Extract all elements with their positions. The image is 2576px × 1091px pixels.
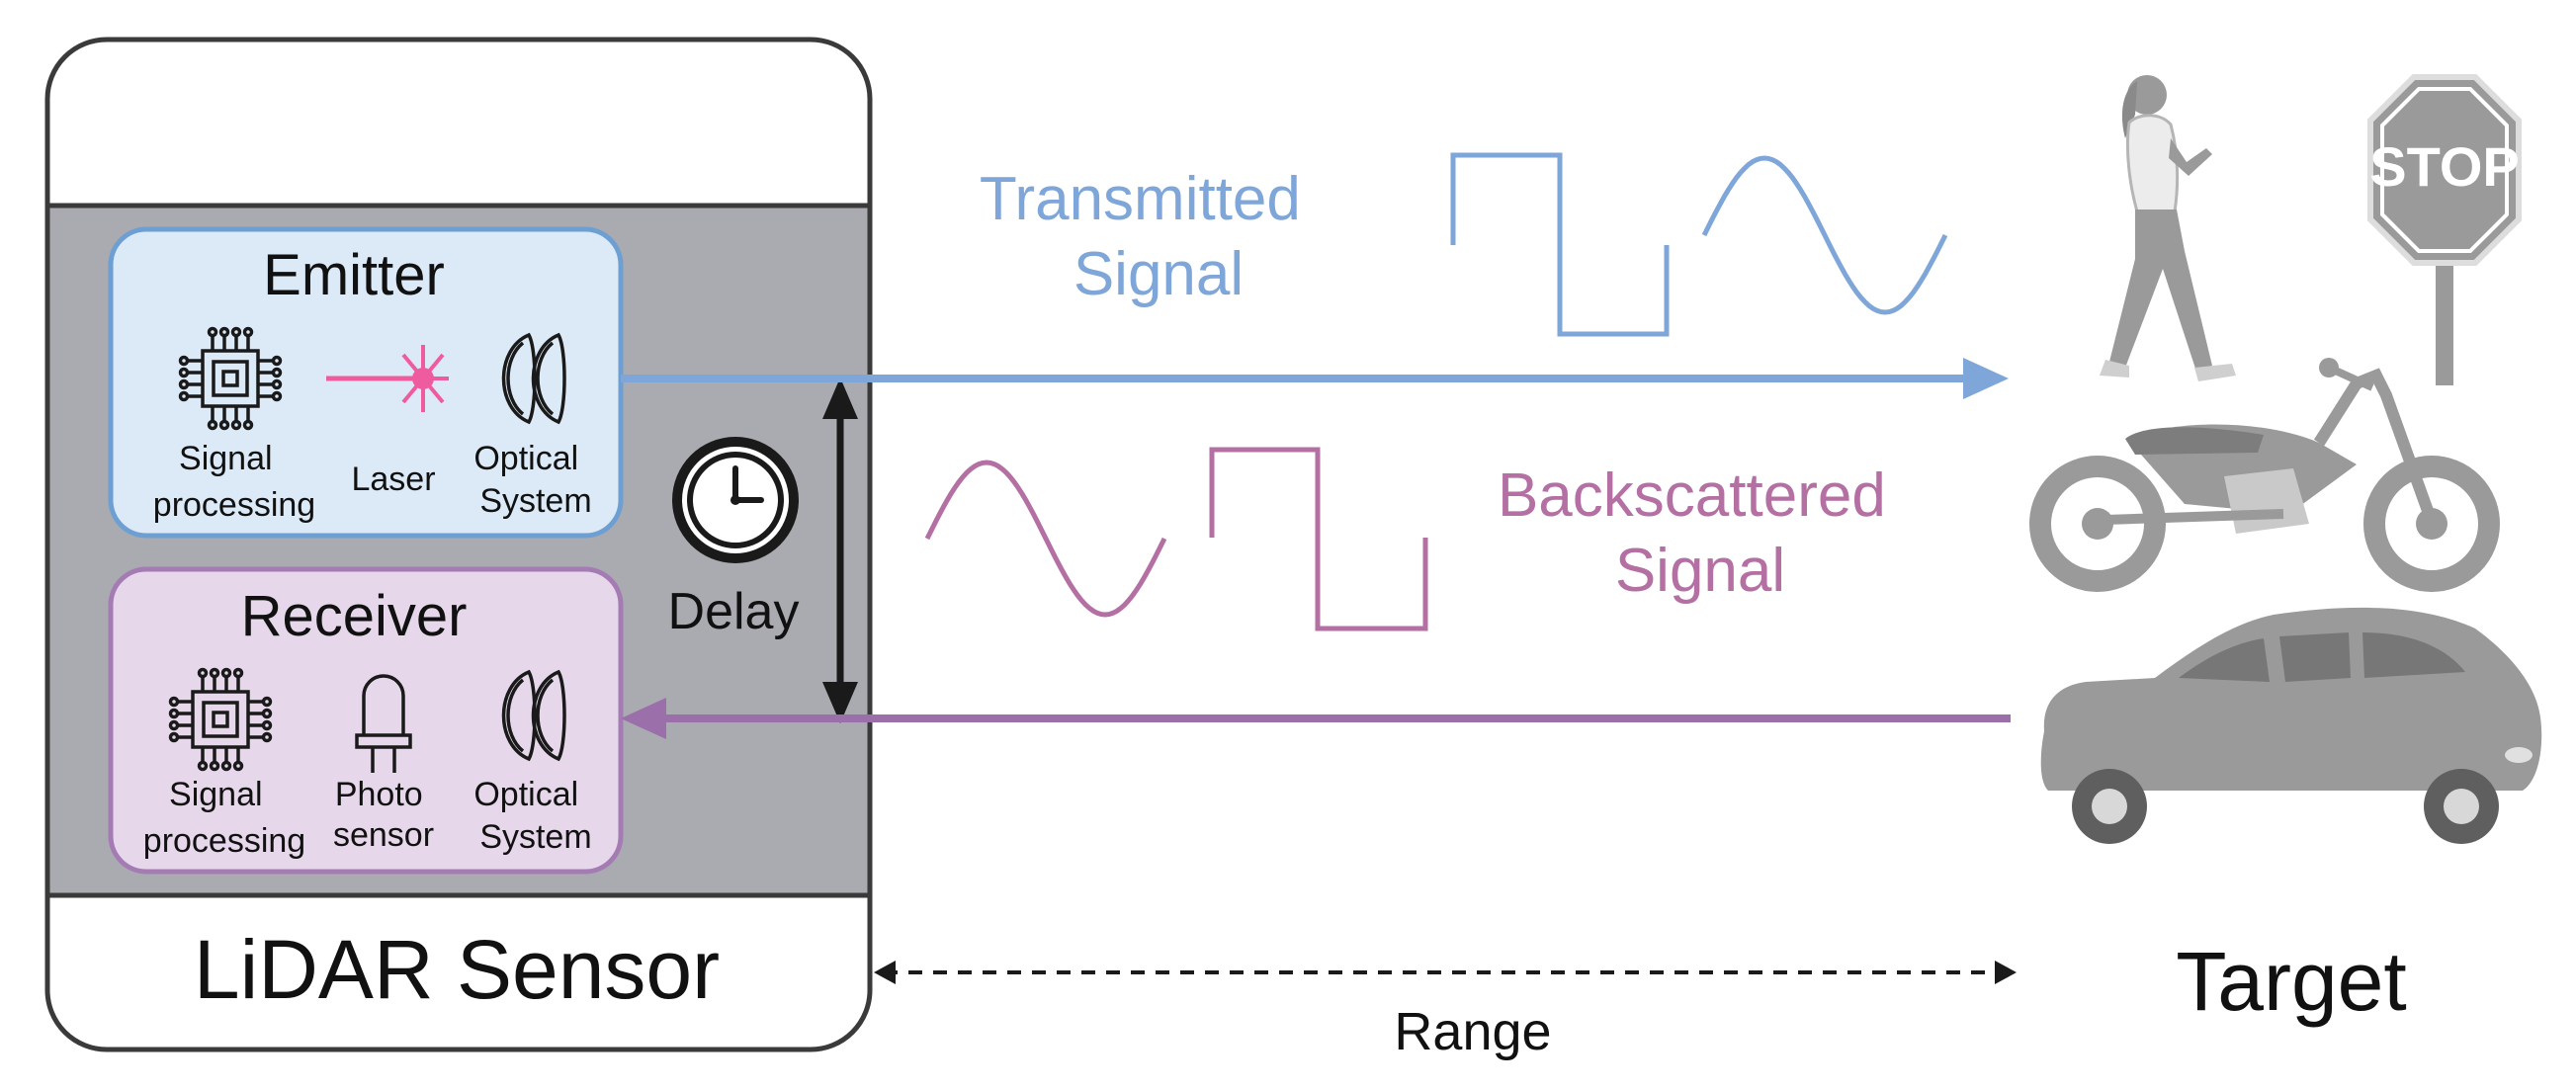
emitter-optical-label: Optical System — [473, 440, 591, 520]
chip-icon — [168, 667, 273, 772]
motorcycle-icon — [2029, 358, 2500, 592]
backscattered-sine-wave — [924, 460, 1167, 618]
target-group: Target STOP — [2029, 74, 2542, 1028]
receiver-title: Receiver — [241, 584, 468, 648]
backscattered-signal: Backscattered Signal — [621, 447, 2011, 739]
backscattered-signal-label: Backscattered Signal — [1498, 462, 1903, 605]
receiver-optical-label: Optical System — [473, 776, 591, 856]
laser-label: Laser — [351, 461, 435, 498]
housing-outline — [44, 37, 873, 1052]
pedestrian-icon — [2100, 75, 2236, 381]
target-title: Target — [2176, 935, 2406, 1028]
optical-lens-icon — [501, 332, 566, 425]
transmitted-square-wave — [1450, 152, 1670, 337]
backscattered-square-wave — [1209, 447, 1428, 631]
stop-sign-text: STOP — [2369, 135, 2519, 198]
range-arrow-head-left — [874, 961, 896, 984]
delay-arrow-head-down — [822, 682, 858, 723]
emitter-module: Emitter Signal processing — [108, 226, 624, 539]
delay-label: Delay — [668, 583, 800, 640]
emitter-signal-processing-label: Signal processing — [153, 440, 315, 524]
transmitted-signal-label: Transmitted Signal — [980, 165, 1318, 308]
receiver-box — [108, 566, 624, 875]
transmitted-signal: Transmitted Signal — [621, 152, 2009, 399]
clock-icon — [672, 437, 799, 563]
car-icon — [2040, 607, 2542, 844]
photo-sensor-icon — [355, 674, 412, 773]
delay-indicator: Delay — [668, 378, 858, 723]
receiver-signal-processing-label: Signal processing — [143, 776, 305, 860]
chip-icon — [178, 326, 283, 431]
transmitted-arrow-head — [1963, 358, 2009, 399]
laser-icon — [326, 345, 449, 412]
receiver-module: Receiver Signal processing Photo sensor — [108, 566, 624, 875]
delay-arrow-head-up — [822, 378, 858, 419]
emitter-title: Emitter — [263, 243, 445, 307]
range-arrow-head-right — [1995, 961, 2017, 984]
optical-lens-icon — [501, 669, 566, 762]
range-label: Range — [1394, 1002, 1551, 1061]
range-indicator: Range — [874, 961, 2017, 1061]
stop-sign-icon: STOP — [2367, 74, 2522, 385]
photo-sensor-label: Photo sensor — [333, 776, 434, 854]
backscattered-arrow-head — [621, 698, 666, 739]
transmitted-sine-wave — [1701, 155, 1948, 315]
lidar-sensor-title: LiDAR Sensor — [194, 923, 720, 1016]
